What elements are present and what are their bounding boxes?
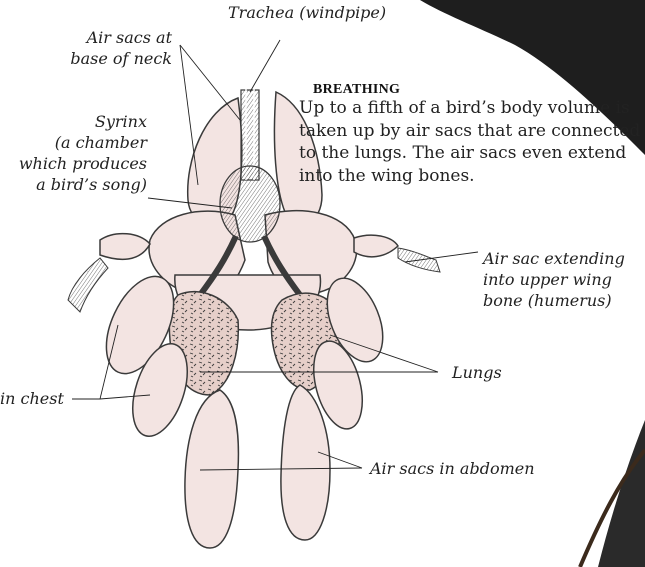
label-syrinx: Syrinx (a chamber which produces a bird’… <box>10 111 147 195</box>
breathing-body-text: Up to a fifth of a bird’s body volume is… <box>299 97 644 187</box>
label-air-sacs-neck: Air sacs at base of neck <box>62 27 172 69</box>
abdominal-air-sacs <box>185 385 330 548</box>
syrinx-chamber <box>220 166 280 242</box>
label-lungs: Lungs <box>452 362 502 383</box>
label-trachea: Trachea (windpipe) <box>228 2 386 23</box>
heading-breathing: BREATHING <box>313 82 400 98</box>
label-wing-sac: Air sac extending into upper wing bone (… <box>483 248 625 311</box>
label-abdomen: Air sacs in abdomen <box>370 458 535 479</box>
feather-bottom-right <box>598 420 645 567</box>
label-chest: in chest <box>0 388 64 409</box>
